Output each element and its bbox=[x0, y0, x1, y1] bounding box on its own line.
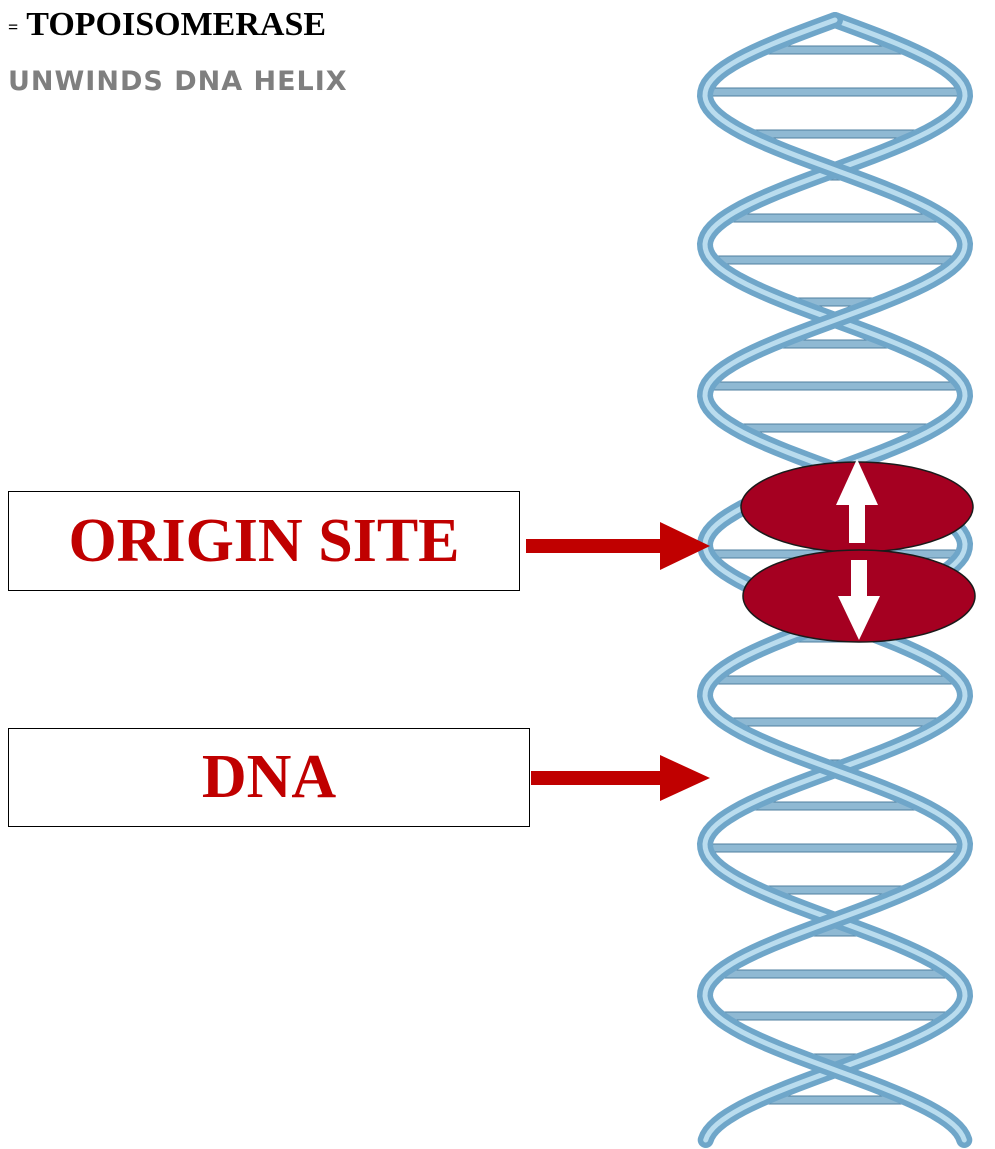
base-pair-rung bbox=[745, 129, 925, 139]
base-pair-rung bbox=[710, 675, 960, 685]
equals-sign: = bbox=[8, 16, 19, 37]
down-arrow-icon bbox=[838, 560, 880, 640]
base-pair-rung bbox=[704, 87, 966, 97]
subtitle: UNWINDS DNA HELIX bbox=[8, 66, 348, 97]
base-pair-rung bbox=[734, 423, 936, 433]
base-pair-rung bbox=[745, 801, 925, 811]
base-pair-rung bbox=[716, 969, 954, 979]
origin-site-label: ORIGIN SITE bbox=[8, 491, 520, 591]
base-pair-rung bbox=[710, 255, 960, 265]
dna-strand-a-highlight bbox=[702, 17, 968, 1143]
enzyme-top bbox=[740, 459, 974, 553]
origin-arrow bbox=[526, 522, 710, 570]
base-pair-rung bbox=[724, 213, 946, 223]
up-arrow-icon bbox=[836, 459, 878, 543]
enzyme-bottom bbox=[742, 549, 976, 643]
dna-arrow bbox=[531, 755, 710, 801]
base-pair-rung bbox=[706, 381, 964, 391]
header-title: = TOPOISOMERASE bbox=[8, 6, 326, 44]
base-pair-rung bbox=[716, 1011, 954, 1021]
base-pair-rung bbox=[724, 717, 946, 727]
dna-label: DNA bbox=[8, 728, 530, 827]
base-pair-rung bbox=[704, 843, 966, 853]
title-text: TOPOISOMERASE bbox=[26, 6, 327, 43]
